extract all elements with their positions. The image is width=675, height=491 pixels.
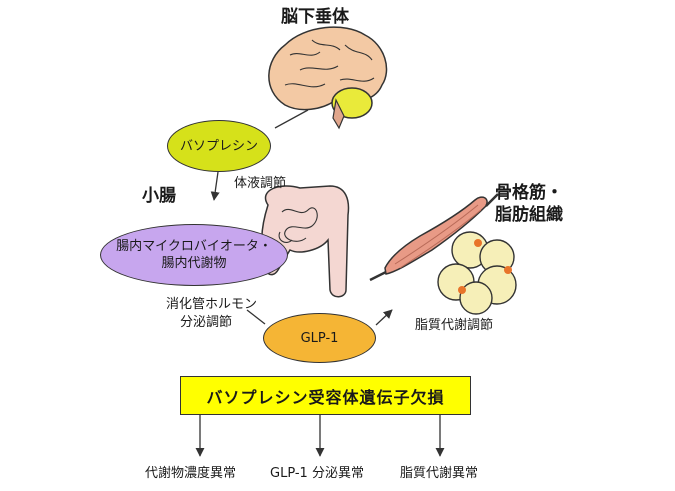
outcome-glp1: GLP-1 分泌異常	[270, 466, 364, 481]
brain-illustration	[268, 26, 388, 130]
microbiota-node-line2: 腸内代謝物	[161, 256, 227, 271]
outcome-metabolite: 代謝物濃度異常	[145, 466, 237, 481]
vasopressin-node-text: バソプレシン	[179, 138, 258, 154]
small-intestine-label: 小腸	[142, 186, 176, 206]
vasopressin-node: バソプレシン	[167, 120, 271, 172]
hormone-secretion-label-line2: 分泌調節	[180, 315, 233, 330]
glp1-node: GLP-1	[263, 313, 376, 363]
hormone-secretion-label-line1: 消化管ホルモン	[166, 297, 258, 312]
muscle-fat-label-line1: 骨格筋・	[495, 183, 563, 203]
muscle-fat-label-line2: 脂肪組織	[495, 205, 563, 225]
microbiota-node: 腸内マイクロバイオータ・ 腸内代謝物	[100, 224, 288, 286]
glp1-node-text: GLP-1	[300, 330, 339, 346]
receptor-defect-box: バソプレシン受容体遺伝子欠損	[180, 376, 471, 415]
receptor-defect-text: バソプレシン受容体遺伝子欠損	[206, 387, 445, 407]
fat-tissue-illustration	[437, 231, 517, 315]
microbiota-node-line1: 腸内マイクロバイオータ・	[116, 239, 272, 254]
fluid-regulation-label: 体液調節	[234, 176, 287, 191]
outcome-lipid: 脂質代謝異常	[400, 466, 479, 481]
pituitary-label: 脳下垂体	[281, 7, 349, 27]
muscle-illustration	[369, 193, 499, 282]
lipid-regulation-label: 脂質代謝調節	[415, 318, 494, 333]
